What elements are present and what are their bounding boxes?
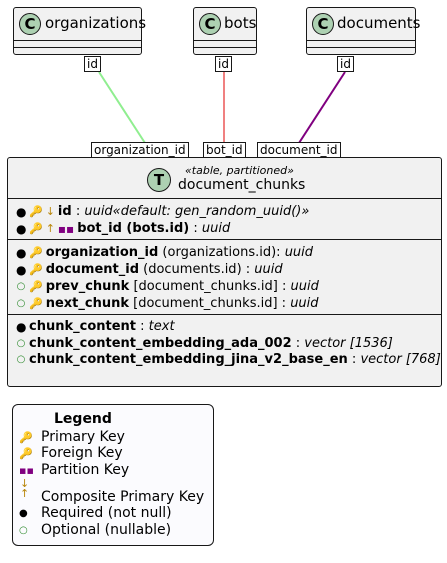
column-organization-id: ● 🔑 organization_id (organizations.id): … xyxy=(16,245,314,260)
class-name: documents xyxy=(337,14,421,32)
composite-key-icon: ↑ xyxy=(45,222,55,235)
class-badge-icon: C xyxy=(199,13,221,35)
class-organizations[interactable]: C organizations xyxy=(13,7,146,55)
legend-item-composite-key: Composite Primary Key xyxy=(41,489,205,505)
optional-icon: ○ xyxy=(19,524,28,536)
label-document-id: document_id xyxy=(257,142,341,158)
class-name: organizations xyxy=(45,14,147,32)
table-name: document_chunks xyxy=(178,177,306,193)
foreign-key-icon: 🔑 xyxy=(29,263,43,276)
column-document-id: ● 🔑 document_id (documents.id) : uuid xyxy=(16,262,283,277)
required-icon: ● xyxy=(19,507,28,519)
composite-key-icon: ↓↑ xyxy=(20,477,30,500)
partition-key-icon: ▪▪ xyxy=(57,221,75,236)
legend-item-partition-key: ▪▪ Partition Key xyxy=(19,462,130,478)
primary-key-icon: 🔑 xyxy=(19,430,33,444)
link-organization xyxy=(98,71,146,144)
legend: Legend 🔑 Primary Key 🔑 Foreign Key ▪▪ Pa… xyxy=(12,404,214,546)
legend-item-primary-key: 🔑 Primary Key xyxy=(19,429,125,445)
foreign-key-icon: 🔑 xyxy=(29,280,43,293)
port-bots-id: id xyxy=(215,56,232,72)
port-organizations-id: id xyxy=(84,56,101,72)
composite-key-icon: ↓ xyxy=(45,205,55,218)
primary-key-icon: 🔑 xyxy=(29,205,43,218)
class-name: bots xyxy=(224,14,257,32)
legend-item-required: ● Required (not null) xyxy=(19,505,172,521)
label-bot-id: bot_id xyxy=(203,142,246,158)
legend-title: Legend xyxy=(54,411,112,427)
label-organization-id: organization_id xyxy=(91,142,189,158)
table-badge-icon: T xyxy=(147,168,171,192)
class-documents[interactable]: C documents xyxy=(306,7,421,55)
foreign-key-icon: 🔑 xyxy=(29,246,43,259)
table-document-chunks[interactable]: T «table, partitioned» document_chunks ●… xyxy=(7,157,442,387)
partition-key-icon: ▪▪ xyxy=(19,463,34,477)
class-bots[interactable]: C bots xyxy=(193,7,257,55)
primary-key-icon: 🔑 xyxy=(29,222,43,235)
column-prev-chunk: ○ 🔑 prev_chunk [document_chunks.id] : uu… xyxy=(16,279,319,294)
column-embedding-ada: ○ chunk_content_embedding_ada_002 : vect… xyxy=(16,336,393,351)
column-chunk-content: ● chunk_content : text xyxy=(16,319,175,334)
legend-item-optional: ○ Optional (nullable) xyxy=(19,522,172,538)
foreign-key-icon: 🔑 xyxy=(29,297,43,310)
class-badge-icon: C xyxy=(312,13,334,35)
port-documents-id: id xyxy=(337,56,354,72)
legend-item-foreign-key: 🔑 Foreign Key xyxy=(19,445,123,461)
foreign-key-icon: 🔑 xyxy=(19,446,33,460)
column-next-chunk: ○ 🔑 next_chunk [document_chunks.id] : uu… xyxy=(16,296,319,311)
link-document xyxy=(298,71,346,144)
column-id: ● 🔑 ↓ id : uuid«default: gen_random_uuid… xyxy=(16,204,310,219)
table-stereotype: «table, partitioned» xyxy=(185,164,294,177)
column-bot-id: ● 🔑 ↑ ▪▪ bot_id (bots.id) : uuid xyxy=(16,221,231,236)
class-badge-icon: C xyxy=(19,13,41,35)
column-embedding-jina: ○ chunk_content_embedding_jina_v2_base_e… xyxy=(16,352,441,367)
